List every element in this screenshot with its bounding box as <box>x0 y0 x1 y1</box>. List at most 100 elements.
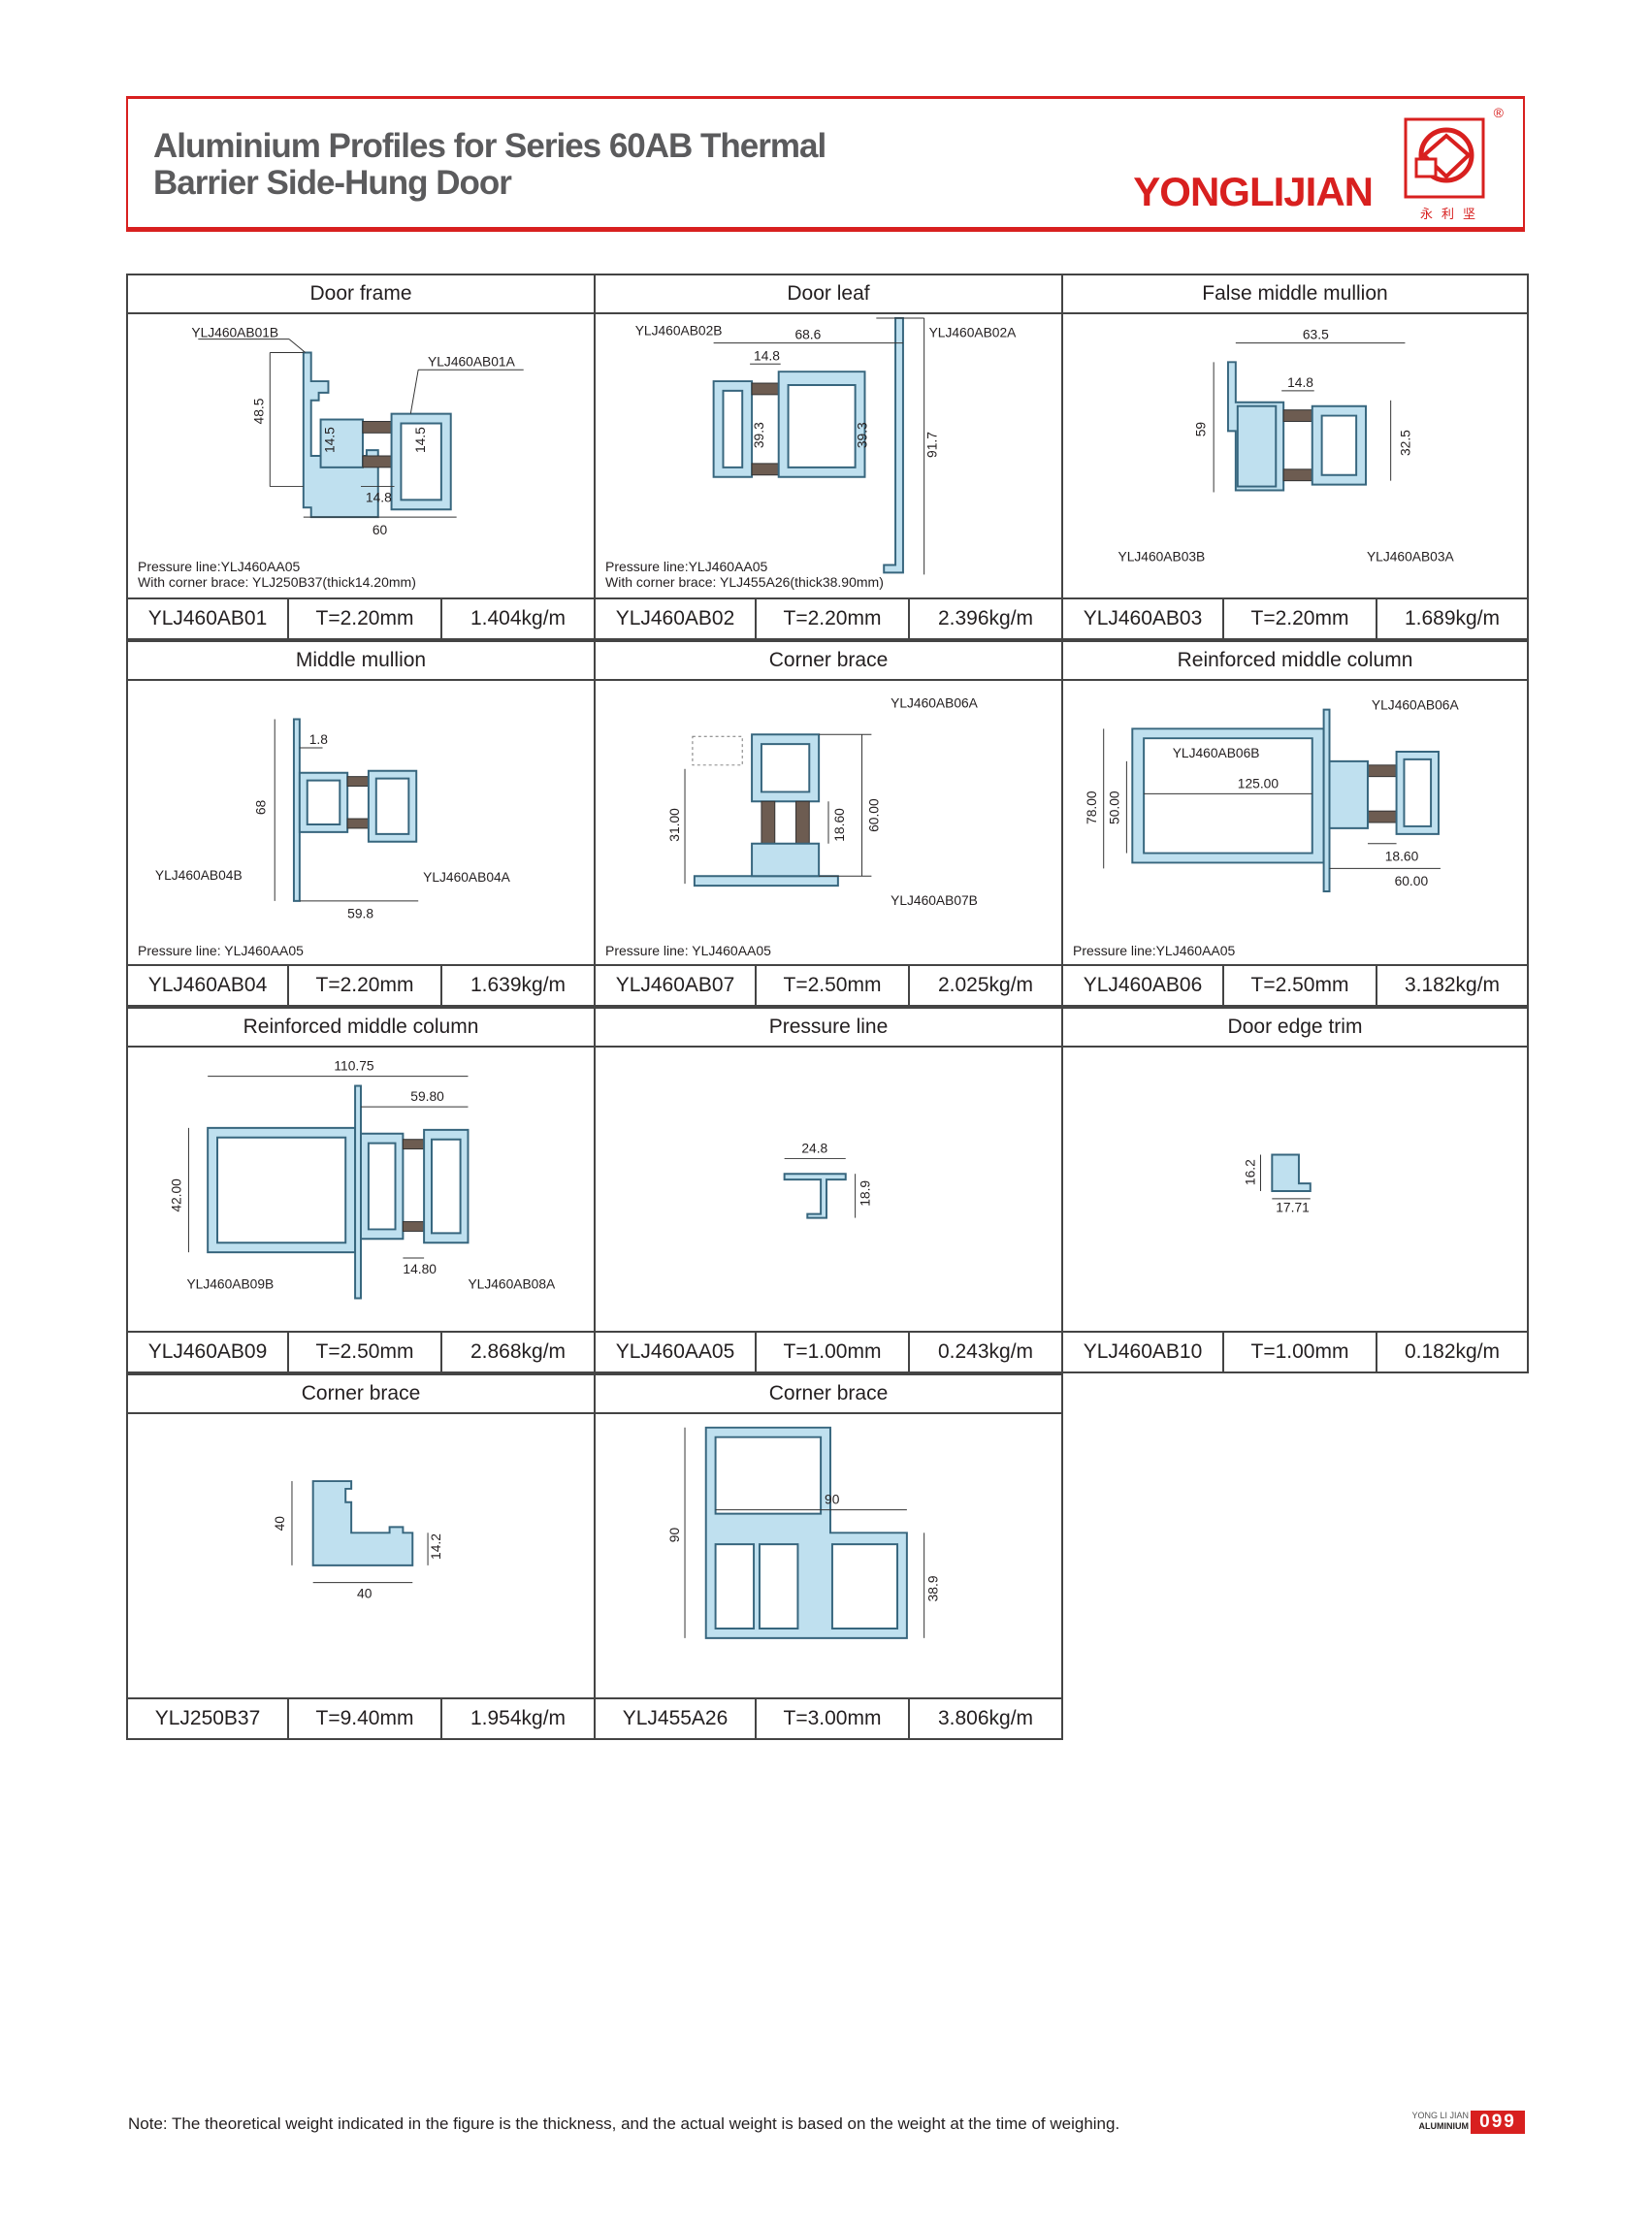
part-label: YLJ460AB02B <box>635 323 723 339</box>
profile-weight: 0.243kg/m <box>937 1340 1034 1363</box>
brand-logo-icon <box>1404 117 1485 199</box>
title-line-2: Barrier Side-Hung Door <box>153 164 512 202</box>
dimension-label: 59.80 <box>410 1088 444 1104</box>
dimension-label: 59.8 <box>347 906 373 921</box>
profile-drawing: 16.2 17.71 <box>1063 1048 1527 1331</box>
part-label: YLJ460AB06A <box>1372 697 1460 713</box>
profile-chamber <box>1236 404 1278 488</box>
footer-brand: YONG LI JIAN ALUMINIUM <box>1397 2111 1469 2132</box>
dimension-label: 18.9 <box>857 1180 872 1207</box>
cell-title: Corner brace <box>596 642 1061 681</box>
profile-thickness: T=2.20mm <box>757 599 910 638</box>
profile-code: YLJ460AB02 <box>596 599 757 638</box>
profile-drawing: YLJ460AB06A YLJ460AB07B 31.00 18.60 60.0… <box>596 681 1061 964</box>
spec-row: YLJ460AB02 T=2.20mm 2.396kg/m <box>596 597 1061 638</box>
dimension-label: 59 <box>1192 422 1208 437</box>
part-label: YLJ460AB07B <box>891 892 978 908</box>
profile-shape <box>298 771 349 833</box>
dimension-label: 60 <box>373 522 388 537</box>
dimension-label: 48.5 <box>250 398 266 424</box>
thermal-strip <box>402 1139 425 1150</box>
brand-name: YONGLIJIAN <box>1133 169 1374 214</box>
profile-shape <box>712 380 754 478</box>
dimension-label: 91.7 <box>923 432 939 458</box>
dimension-label: 14.5 <box>412 427 428 453</box>
footer-brand-line-2: ALUMINIUM <box>1418 2121 1470 2131</box>
title-line-1: Aluminium Profiles for Series 60AB Therm… <box>153 127 826 165</box>
part-label: YLJ460AB04B <box>155 867 243 883</box>
dimension-label: 125.00 <box>1238 775 1279 790</box>
profile-code: YLJ460AB10 <box>1063 1333 1224 1371</box>
profile-drawing: 24.8 18.9 <box>596 1048 1061 1331</box>
profile-code: YLJ460AA05 <box>596 1333 757 1371</box>
thermal-strip <box>1367 764 1398 778</box>
thermal-strip <box>346 818 370 829</box>
profile-shape <box>360 1132 405 1241</box>
profile-weight: 1.404kg/m <box>470 607 567 629</box>
profile-cell-corner-brace-b37: Corner brace 40 14.2 40 YLJ250B37 T=9.40… <box>126 1373 596 1740</box>
profile-thickness: T=1.00mm <box>757 1333 910 1371</box>
profile-shape <box>1271 1153 1312 1192</box>
dimension-label: 90 <box>825 1492 840 1507</box>
profile-drawing: 1.8 68 59.8 YLJ460AB04B YLJ460AB04A <box>128 681 594 964</box>
profile-shape <box>783 1173 847 1219</box>
profile-cell-reinforced-middle-column-ab06: Reinforced middle column YLJ460AB06A YLJ… <box>1061 640 1529 1007</box>
part-label: YLJ460AB02A <box>929 325 1018 340</box>
profile-thickness: T=1.00mm <box>1224 1333 1377 1371</box>
cell-title: Door edge trim <box>1063 1009 1527 1048</box>
profile-cell-door-leaf: Door leaf YLJ460AB02B YLJ460AB02A 68.6 1… <box>594 274 1063 640</box>
spec-row: YLJ460AB01 T=2.20mm 1.404kg/m <box>128 597 594 638</box>
profile-shape <box>704 1426 908 1639</box>
profile-stem <box>354 1084 362 1300</box>
page-title: Aluminium Profiles for Series 60AB Therm… <box>153 128 826 202</box>
cell-title: Middle mullion <box>128 642 594 681</box>
dimension-label: 39.3 <box>854 422 869 448</box>
profile-code: YLJ460AB09 <box>128 1333 289 1371</box>
cell-title: Door frame <box>128 275 594 314</box>
corner-brace-note: With corner brace: YLJ455A26(thick38.90m… <box>605 574 884 590</box>
thermal-strip <box>362 455 393 468</box>
spec-row: YLJ460AB10 T=1.00mm 0.182kg/m <box>1063 1331 1527 1371</box>
thermal-strip <box>761 800 776 845</box>
dimension-label: 68.6 <box>794 327 821 342</box>
profile-shape <box>423 1128 470 1244</box>
profile-stem <box>1322 708 1331 893</box>
part-label: YLJ460AB03B <box>1118 549 1206 565</box>
spec-row: YLJ460AB03 T=2.20mm 1.689kg/m <box>1063 597 1527 638</box>
thermal-strip <box>751 382 780 396</box>
profile-drawing: 90 90 38.9 <box>596 1414 1061 1697</box>
profile-weight: 3.806kg/m <box>937 1707 1034 1729</box>
profile-shape <box>751 733 821 803</box>
thermal-strip <box>402 1221 425 1232</box>
corner-brace-note: With corner brace: YLJ250B37(thick14.20m… <box>138 574 416 590</box>
profile-shape <box>1311 404 1367 486</box>
dimension-label: 60.00 <box>1395 873 1429 888</box>
profile-shape <box>1395 751 1440 835</box>
thermal-strip <box>794 800 810 845</box>
dimension-label: 14.8 <box>1287 374 1313 390</box>
profile-cell-corner-brace-a26: Corner brace 90 90 38.9 YLJ455A26 T=3.00… <box>594 1373 1063 1740</box>
profile-shape <box>311 1480 414 1566</box>
profile-cell-false-middle-mullion: False middle mullion 63.5 14.8 59 32.5 Y… <box>1061 274 1529 640</box>
dimension-label: 40 <box>272 1516 287 1532</box>
profile-chamber <box>319 418 364 468</box>
profile-weight: 2.396kg/m <box>937 607 1034 629</box>
dimension-label: 16.2 <box>1243 1159 1258 1185</box>
thermal-strip <box>1282 409 1313 422</box>
dimension-label: 32.5 <box>1397 430 1412 456</box>
spec-row: YLJ460AB04 T=2.20mm 1.639kg/m <box>128 964 594 1005</box>
profile-code: YLJ250B37 <box>128 1699 289 1738</box>
dimension-label: 42.00 <box>169 1178 184 1212</box>
spec-row: YLJ460AB07 T=2.50mm 2.025kg/m <box>596 964 1061 1005</box>
profile-weight: 2.025kg/m <box>937 974 1034 996</box>
profile-drawing: 110.75 59.80 42.00 14.80 YLJ460AB09B YLJ… <box>128 1048 594 1331</box>
profile-thickness: T=9.40mm <box>289 1699 442 1738</box>
part-label: YLJ460AB08A <box>468 1276 556 1292</box>
profile-thickness: T=2.20mm <box>1224 599 1377 638</box>
profile-weight: 1.639kg/m <box>470 974 567 996</box>
profile-code: YLJ460AB01 <box>128 599 289 638</box>
footer-brand-line-1: YONG LI JIAN <box>1411 2111 1469 2120</box>
part-label: YLJ460AB01B <box>191 325 278 340</box>
dimension-label: 68 <box>252 799 268 815</box>
profile-cell-reinforced-middle-column-ab09: Reinforced middle column 110.75 59.80 42… <box>126 1007 596 1373</box>
